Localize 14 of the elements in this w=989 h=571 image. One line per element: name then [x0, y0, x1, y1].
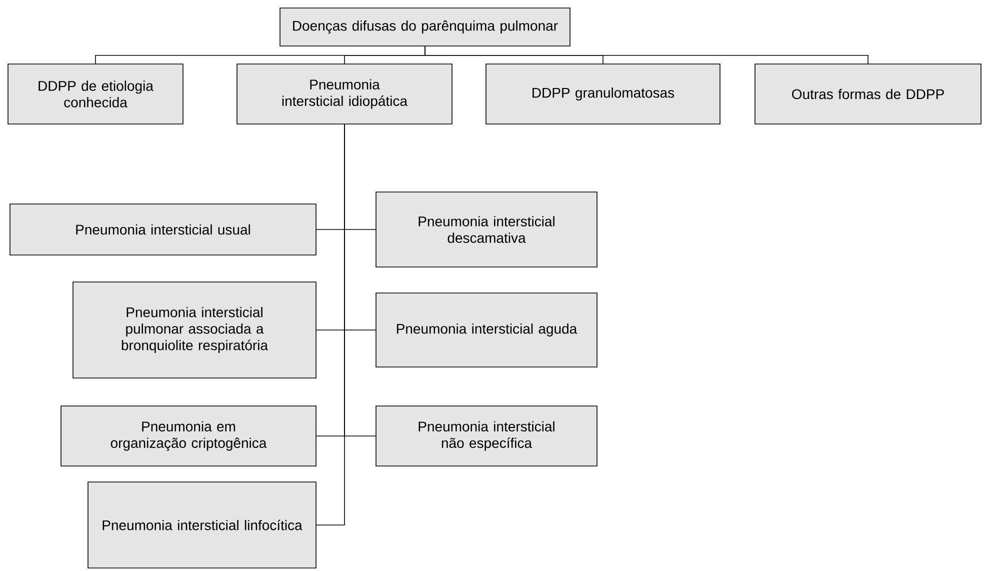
subtype-box: Pneumonia intersticial pulmonar associada a bronquiolite respiratória: [72, 282, 316, 378]
category-box: Pneumonia intersticial idiopática: [236, 64, 452, 124]
category-box: DDPP granulomatosas: [486, 64, 720, 124]
subtype-box: Pneumonia intersticial usual: [10, 204, 316, 256]
connector-line: [424, 46, 868, 64]
category-box: Doenças difusas do parênquima pulmonar: [280, 8, 570, 46]
subtype-box: Pneumonia intersticial aguda: [376, 292, 598, 368]
category-box: Outras formas de DDPP: [754, 64, 982, 124]
connector-line: [316, 124, 345, 526]
subtype-box: Pneumonia em organização criptogênica: [60, 406, 316, 466]
subtype-box: Pneumonia intersticial descamativa: [376, 192, 598, 268]
subtype-box: Pneumonia intersticial não específica: [376, 406, 598, 466]
subtype-box: Pneumonia intersticial linfocítica: [88, 482, 316, 568]
category-box: DDPP de etiologia conhecida: [8, 64, 184, 124]
